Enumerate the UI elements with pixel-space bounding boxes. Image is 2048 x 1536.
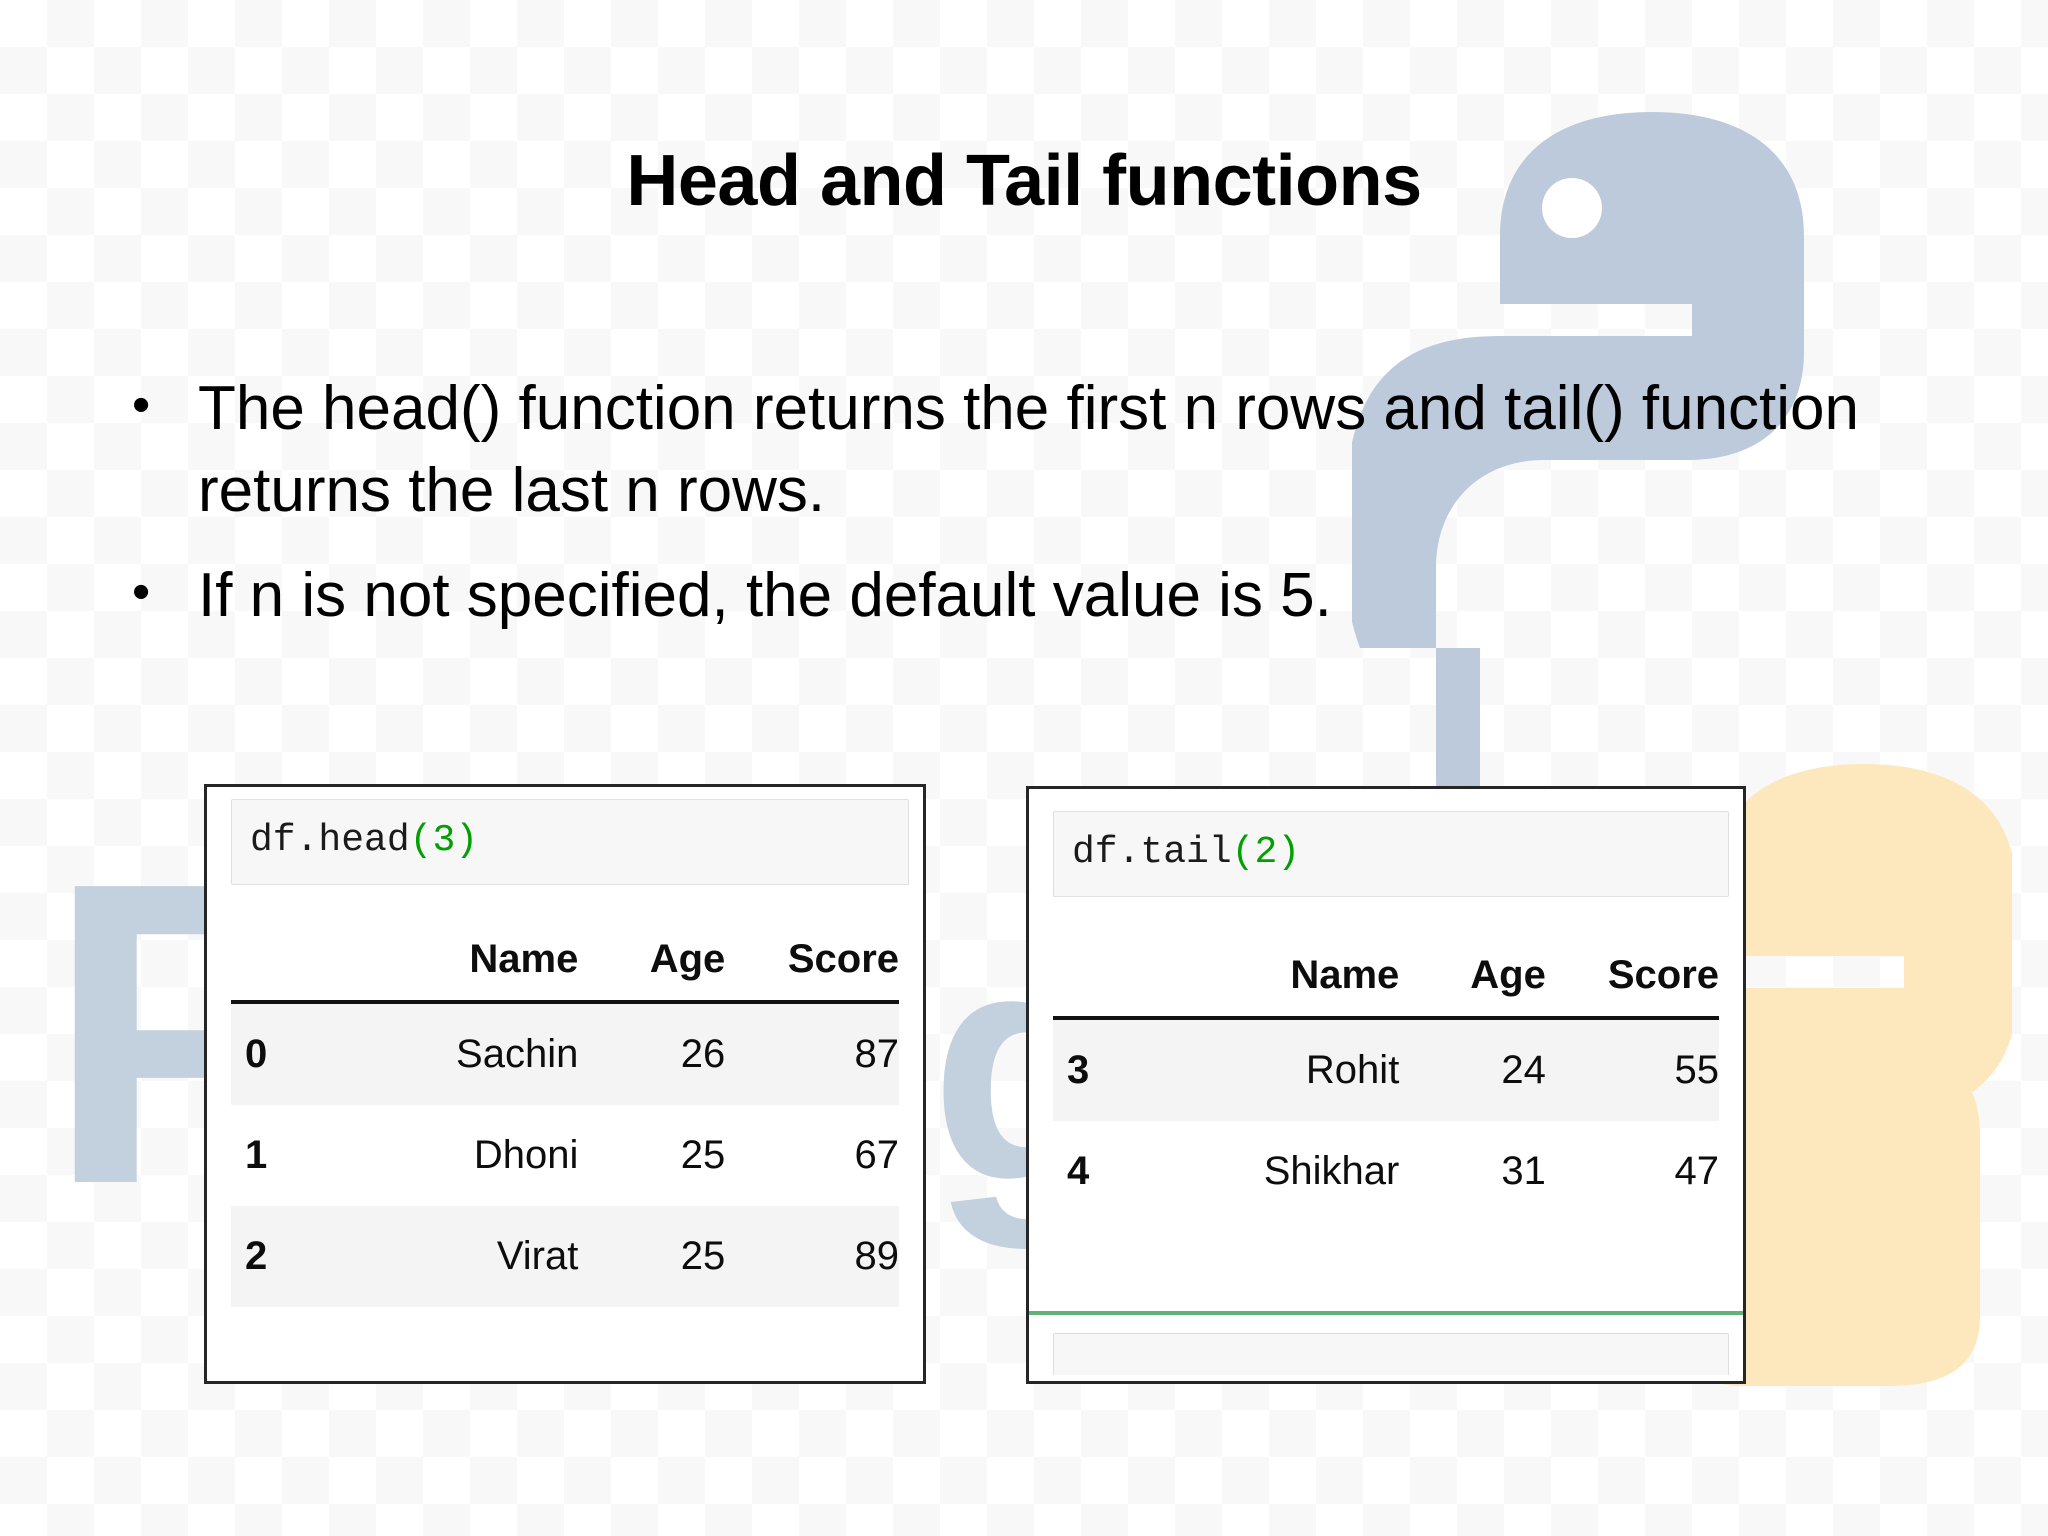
dataframe-output-tail: Name Age Score 3 Rohit 24 55 4 Shikhar: [1029, 897, 1743, 1222]
cell-name: Virat: [496, 1233, 579, 1278]
table-row: 4 Shikhar 31 47: [1053, 1121, 1719, 1222]
dataframe-table-head: Name Age Score 0 Sachin 26 87 1 Dhoni: [231, 936, 900, 1307]
cell-index: 0: [245, 1031, 268, 1076]
cell-score: 55: [1674, 1047, 1720, 1092]
table-row: 2 Virat 25 89: [231, 1205, 900, 1307]
table-row: 3 Rohit 24 55: [1053, 1017, 1720, 1121]
column-header-name: Name: [1139, 952, 1400, 1020]
column-header-name: Name: [317, 936, 579, 1004]
page-title: Head and Tail functions: [626, 141, 1422, 221]
cell-score: 87: [854, 1031, 900, 1076]
code-cell-head[interactable]: df.head(3): [231, 799, 909, 885]
bullet-list: • The head() function returns the first …: [118, 368, 1878, 659]
bullet-marker-icon: •: [132, 376, 151, 434]
notebook-panel-head: df.head(3) Name Age Score 0 Sachin 26: [204, 784, 926, 1384]
cell-score: 67: [854, 1132, 900, 1177]
column-header-score: Score: [1545, 952, 1719, 1020]
cell-age: 31: [1501, 1148, 1546, 1193]
cell-name: Dhoni: [473, 1132, 579, 1177]
cell-name: Shikhar: [1263, 1148, 1400, 1193]
dataframe-table-tail: Name Age Score 3 Rohit 24 55 4 Shikhar: [1053, 952, 1720, 1222]
table-header-row: Name Age Score: [231, 936, 899, 1004]
notebook-panel-tail: df.tail(2) Name Age Score 3 Rohit 24: [1026, 786, 1746, 1384]
table-body: 0 Sachin 26 87 1 Dhoni 25 67 2 Virat: [231, 1001, 900, 1307]
table-body: 3 Rohit 24 55 4 Shikhar 31 47: [1053, 1017, 1720, 1222]
cell-age: 25: [680, 1233, 726, 1278]
code-cell-tail[interactable]: df.tail(2): [1053, 811, 1729, 897]
bullet-text-1: The head() function returns the first n …: [198, 374, 1860, 526]
table-row: 1 Dhoni 25 67: [231, 1105, 899, 1206]
column-header-score: Score: [725, 936, 899, 1004]
cell-index: 4: [1067, 1148, 1090, 1193]
cell-index: 1: [245, 1132, 268, 1177]
cell-index: 2: [245, 1233, 268, 1278]
bullet-text-2: If n is not specified, the default value…: [198, 560, 1332, 630]
cell-age: 25: [680, 1132, 726, 1177]
column-header-age: Age: [578, 936, 726, 1004]
dataframe-output-head: Name Age Score 0 Sachin 26 87 1 Dhoni: [207, 885, 923, 1307]
cell-separator-rule: [1029, 1311, 1743, 1315]
code-argument: (2): [1231, 831, 1301, 874]
cell-age: 24: [1501, 1047, 1546, 1092]
column-header-index: [1053, 952, 1140, 1020]
cell-score: 89: [854, 1233, 900, 1278]
column-header-age: Age: [1399, 952, 1546, 1020]
table-head: Name Age Score: [1053, 952, 1719, 1020]
cell-age: 26: [680, 1031, 726, 1076]
table-head: Name Age Score: [231, 936, 899, 1004]
cell-index: 3: [1067, 1047, 1090, 1092]
next-code-cell-stub[interactable]: [1053, 1333, 1729, 1375]
code-function-name: df.tail: [1072, 831, 1232, 874]
cell-score: 47: [1674, 1148, 1720, 1193]
cell-name: Sachin: [456, 1031, 579, 1076]
column-header-index: [231, 936, 318, 1004]
table-row: 0 Sachin 26 87: [231, 1001, 900, 1105]
bullet-item-1: • The head() function returns the first …: [118, 368, 1878, 533]
table-header-row: Name Age Score: [1053, 952, 1719, 1020]
bullet-marker-icon: •: [132, 562, 151, 621]
code-function-name: df.head: [250, 819, 410, 862]
bullet-item-2: • If n is not specified, the default val…: [118, 555, 1878, 637]
code-argument: (3): [409, 819, 479, 862]
cell-name: Rohit: [1305, 1047, 1400, 1092]
